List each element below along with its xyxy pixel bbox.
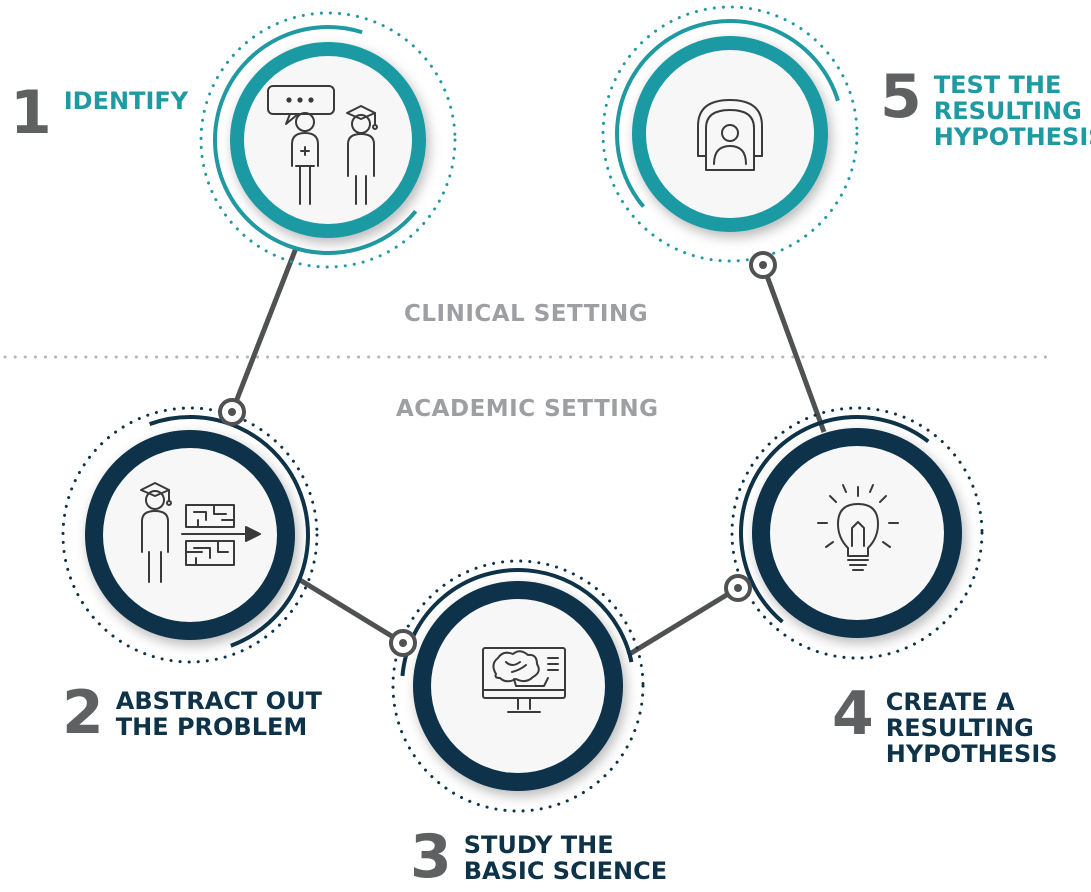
connector-1-2	[229, 247, 299, 413]
node-4	[730, 406, 984, 660]
lightbulb-icon	[817, 484, 899, 571]
node-4-outer-ring	[739, 415, 975, 651]
step-3-title-line: STUDY THE	[463, 831, 614, 859]
step-4-title-line: CREATE A	[885, 688, 1015, 716]
clinical-setting-label: CLINICAL SETTING	[404, 301, 649, 327]
node-2-dotted-ring	[61, 406, 319, 664]
step-2-title-line: THE PROBLEM	[115, 713, 308, 741]
connector-nodes	[218, 251, 777, 657]
node-5-dotted-ring	[601, 5, 859, 263]
step-4-title: CREATE A RESULTING HYPOTHESIS	[886, 689, 1058, 767]
step-2-title-line: ABSTRACT OUT	[115, 687, 322, 715]
step-5-number: 5	[880, 62, 922, 132]
node-2-outer-ring	[70, 415, 310, 655]
node-3	[391, 559, 645, 813]
connector-node-5-4	[749, 251, 777, 279]
step-3-title: STUDY THE BASIC SCIENCE	[464, 832, 667, 884]
step-1-title: IDENTIFY	[64, 88, 188, 114]
node-3-outer-ring	[400, 568, 636, 804]
node-5	[601, 5, 859, 263]
connector-2-3	[298, 577, 405, 646]
step-1-label: 1 IDENTIFY	[10, 78, 188, 148]
connector-node-3-4	[724, 574, 752, 602]
step-3-label: 3 STUDY THE BASIC SCIENCE	[410, 822, 667, 892]
node-4-inner-disc	[770, 446, 944, 620]
connector-5-4	[760, 264, 827, 433]
node-1-inner-disc	[244, 56, 412, 224]
step-5-label: 5 TEST THE RESULTING HYPOTHESIS	[880, 62, 1091, 150]
node-1-dotted-ring	[199, 11, 457, 269]
academic-setting-label: ACADEMIC SETTING	[396, 396, 659, 422]
brain-monitor-icon	[482, 647, 566, 713]
connector-3-4	[626, 585, 740, 658]
node-5-outer-ring	[615, 19, 845, 249]
step-3-number: 3	[410, 822, 452, 892]
step-5-title: TEST THE RESULTING HYPOTHESIS	[934, 72, 1091, 150]
connector-node-1-2	[218, 398, 246, 426]
step-5-title-line: TEST THE	[933, 71, 1062, 99]
node-3-dotted-ring	[391, 559, 645, 813]
step-1-number: 1	[10, 78, 52, 148]
step-4-number: 4	[832, 679, 874, 749]
step-4-title-line: HYPOTHESIS	[885, 740, 1058, 768]
step-4-label: 4 CREATE A RESULTING HYPOTHESIS	[832, 679, 1058, 767]
step-3-title-line: BASIC SCIENCE	[463, 857, 668, 885]
patient-and-doctor-icon	[267, 85, 378, 205]
node-2	[61, 406, 319, 664]
mri-scanner-icon	[697, 99, 763, 171]
step-5-title-line: HYPOTHESIS	[933, 123, 1091, 151]
node-5-inner-disc	[646, 50, 814, 218]
step-2-number: 2	[62, 678, 104, 748]
connector-node-2-3	[389, 629, 417, 657]
node-1-outer-ring	[213, 25, 443, 255]
step-2-label: 2 ABSTRACT OUT THE PROBLEM	[62, 678, 322, 748]
scholar-with-maze-icon	[140, 482, 261, 583]
connectors	[229, 247, 827, 658]
node-1	[199, 11, 457, 269]
step-4-title-line: RESULTING	[885, 714, 1034, 742]
step-5-title-line: RESULTING	[933, 97, 1082, 125]
node-4-dotted-ring	[730, 406, 984, 660]
step-2-title: ABSTRACT OUT THE PROBLEM	[116, 688, 322, 740]
step-1-title-line: IDENTIFY	[63, 87, 189, 115]
